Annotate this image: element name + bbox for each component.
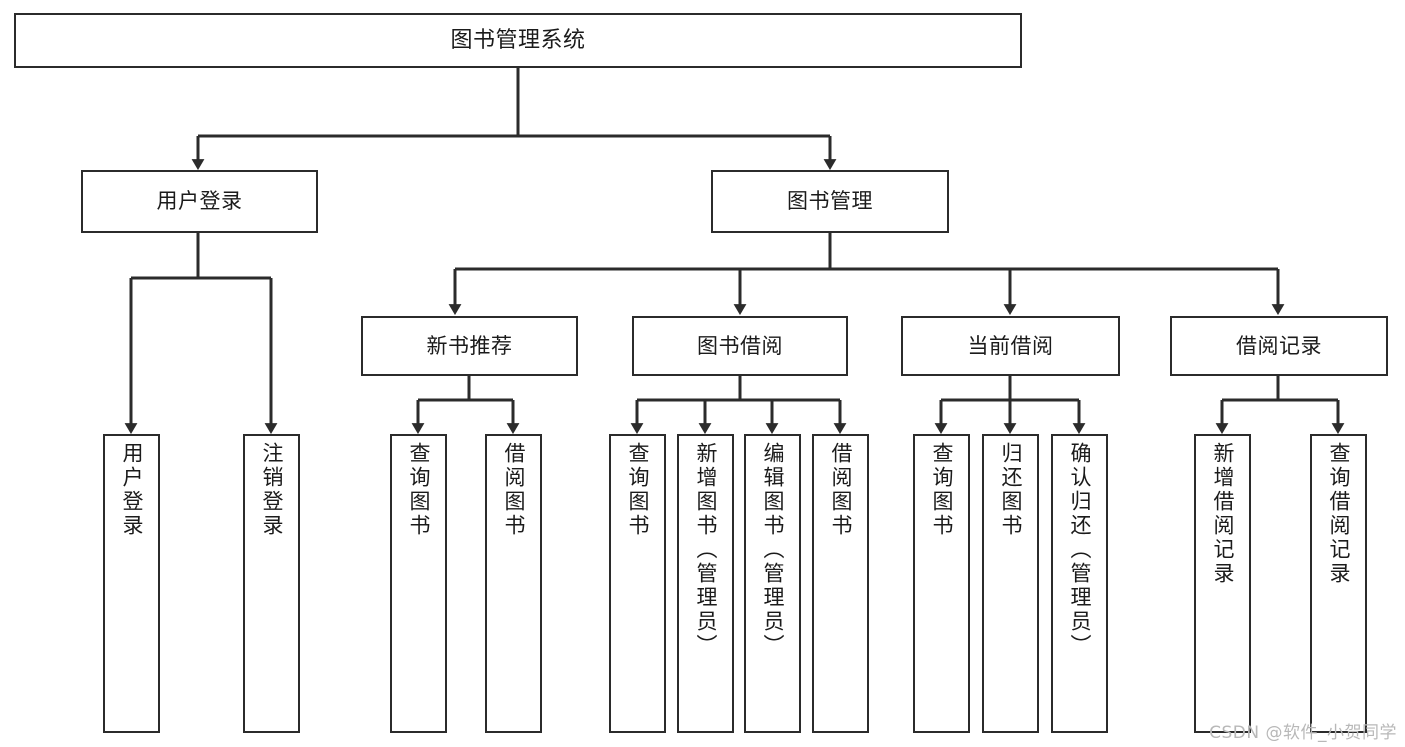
leaf-record-add[interactable]: 新增借阅记录 [1194,434,1251,733]
leaf-borrow-query-book[interactable]: 查询图书 [609,434,666,733]
leaf-borrow-add-book-admin[interactable]: 新增图书（管理员） [677,434,734,733]
node-label: 用户登录 [156,189,243,214]
node-label: 确认归还（管理员） [1068,442,1092,658]
leaf-current-return-book[interactable]: 归还图书 [982,434,1039,733]
node-label: 新增借阅记录 [1211,442,1235,586]
node-label: 新书推荐 [426,333,513,358]
leaf-current-query-book[interactable]: 查询图书 [913,434,970,733]
node-label: 用户登录 [120,442,144,538]
node-label: 注销登录 [260,442,284,538]
node-label: 归还图书 [999,442,1023,538]
node-book-management[interactable]: 图书管理 [711,170,949,233]
leaf-record-query[interactable]: 查询借阅记录 [1310,434,1367,733]
node-label: 借阅图书 [502,442,526,538]
node-label: 图书管理 [787,189,873,214]
leaf-new-book-query[interactable]: 查询图书 [390,434,447,733]
node-book-borrow[interactable]: 图书借阅 [632,316,848,376]
node-current-borrow[interactable]: 当前借阅 [901,316,1120,376]
node-label: 图书管理系统 [450,27,586,53]
leaf-current-confirm-return-admin[interactable]: 确认归还（管理员） [1051,434,1108,733]
node-label: 编辑图书（管理员） [761,442,785,658]
node-label: 查询图书 [930,442,954,538]
leaf-user-login-login[interactable]: 用户登录 [103,434,160,733]
node-new-book-recommend[interactable]: 新书推荐 [361,316,578,376]
node-label: 查询图书 [626,442,650,538]
leaf-user-login-logout[interactable]: 注销登录 [243,434,300,733]
node-label: 借阅图书 [829,442,853,538]
csdn-watermark: CSDN @软件_小贺同学 [1209,723,1397,743]
node-label: 借阅记录 [1236,333,1322,358]
node-borrow-record[interactable]: 借阅记录 [1170,316,1388,376]
node-label: 查询图书 [407,442,431,538]
node-label: 图书借阅 [697,333,783,358]
leaf-borrow-borrow-book[interactable]: 借阅图书 [812,434,869,733]
leaf-new-book-borrow[interactable]: 借阅图书 [485,434,542,733]
leaf-borrow-edit-book-admin[interactable]: 编辑图书（管理员） [744,434,801,733]
node-label: 当前借阅 [967,333,1054,358]
node-label: 查询借阅记录 [1327,442,1351,586]
node-root-system[interactable]: 图书管理系统 [14,13,1022,68]
node-user-login[interactable]: 用户登录 [81,170,318,233]
node-label: 新增图书（管理员） [694,442,718,658]
